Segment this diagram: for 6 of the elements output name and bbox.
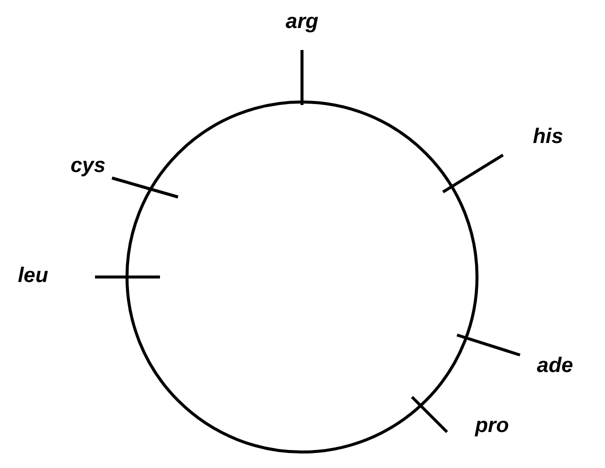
gene-label: his: [532, 125, 564, 149]
gene-label: leu: [18, 264, 48, 288]
gene-label: ade: [536, 354, 574, 378]
gene-label: cys: [70, 154, 106, 178]
gene-label: arg: [286, 10, 318, 34]
gene-label: pro: [475, 414, 509, 438]
